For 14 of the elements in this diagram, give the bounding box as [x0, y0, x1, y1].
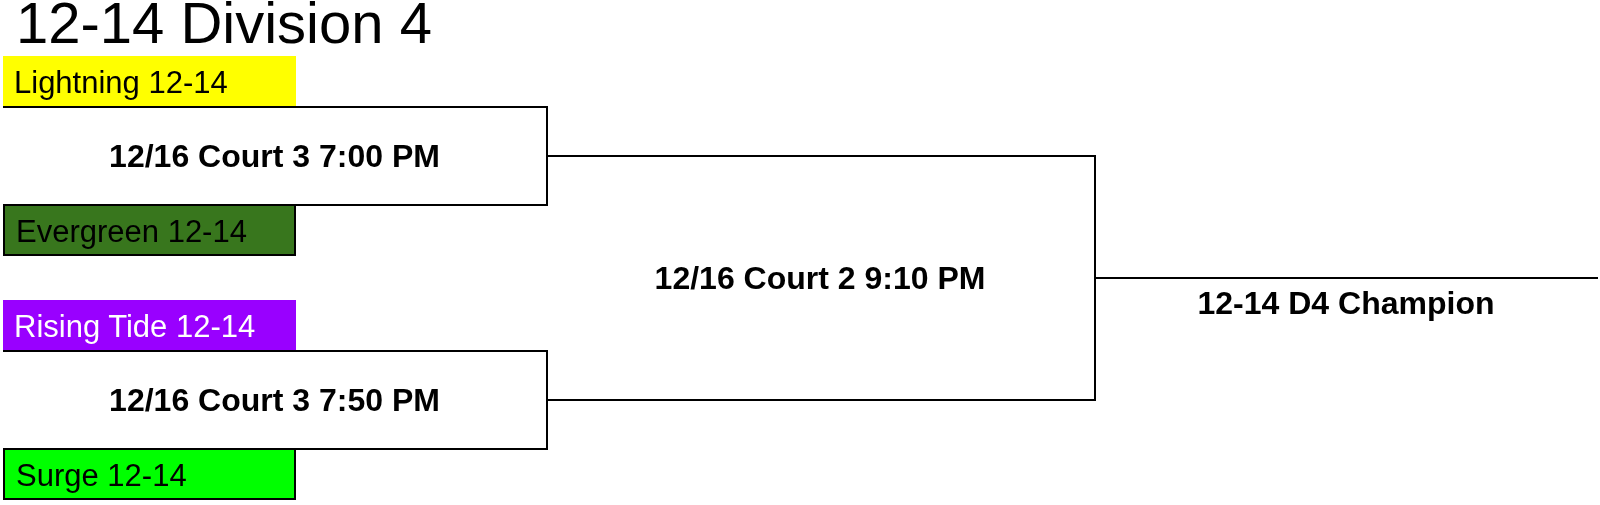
team-name: Evergreen 12-14	[16, 214, 247, 250]
team-banner	[3, 300, 296, 350]
team-banner	[3, 448, 296, 500]
team-name: Lightning 12-14	[14, 65, 228, 101]
game-schedule-text: 12/16 Court 3 7:50 PM	[109, 381, 440, 419]
team-banner	[3, 56, 296, 106]
team-name: Rising Tide 12-14	[14, 309, 256, 345]
team-banner	[3, 204, 296, 256]
team-name: Surge 12-14	[16, 458, 187, 494]
champion-label: 12-14 D4 Champion	[1197, 285, 1495, 322]
game-schedule-text: 12/16 Court 3 7:00 PM	[109, 137, 440, 175]
match-bracket	[546, 155, 1096, 401]
diagram-title: 12-14 Division 4	[16, 0, 432, 52]
game-schedule-text: 12/16 Court 2 9:10 PM	[654, 259, 986, 297]
